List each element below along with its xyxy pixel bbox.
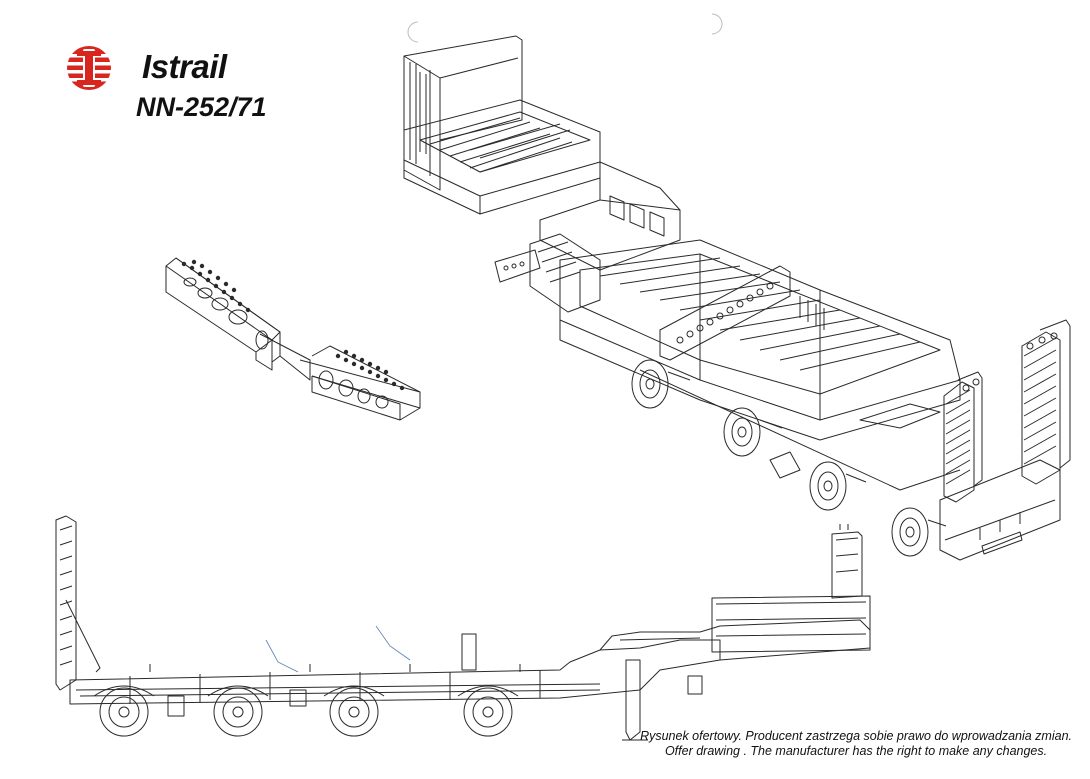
side-elevation-view [55, 515, 871, 741]
dimension-annotation [265, 625, 411, 673]
rear-ramp [1021, 319, 1071, 485]
model-number: NN-252/71 [136, 92, 267, 122]
istrail-logo-icon [66, 46, 112, 90]
rear-ramp [943, 371, 983, 503]
disclaimer-english: Offer drawing . The manufacturer has the… [664, 744, 1048, 758]
isometric-trailer-view [403, 35, 1071, 561]
wheel-icon [99, 687, 513, 737]
brand-name: Istrail [142, 48, 227, 85]
ramp-detail-view [165, 257, 421, 421]
disclaimer: Rysunek ofertowy. Producent zastrzega so… [640, 729, 1072, 759]
construction-circle-icon [407, 13, 723, 43]
disclaimer-polish: Rysunek ofertowy. Producent zastrzega so… [640, 729, 1072, 743]
wheel-icon [631, 359, 929, 557]
